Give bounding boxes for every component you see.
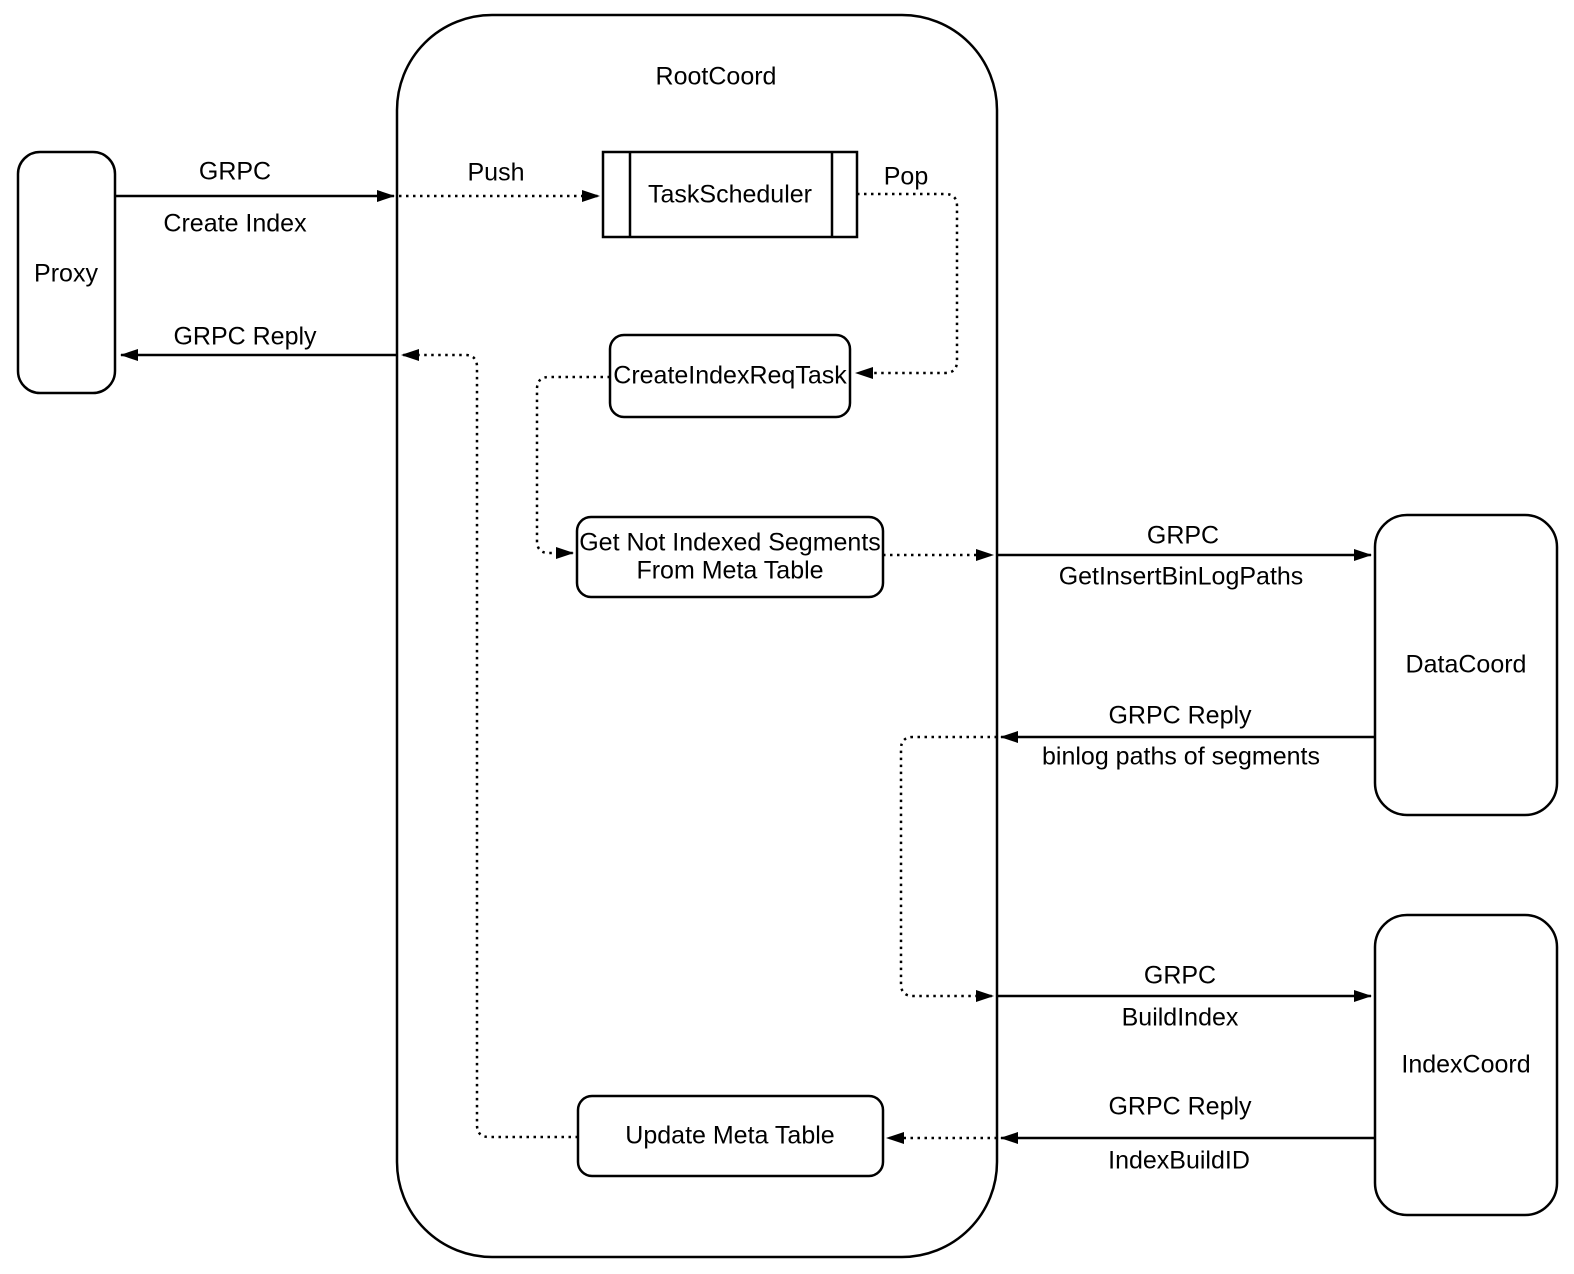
proxy-label: Proxy [34, 259, 98, 288]
edge-label-grpc-reply-binlog-line2: binlog paths of segments [1042, 742, 1320, 771]
get-not-indexed-segments-node [575, 515, 885, 599]
edge-label-grpc-reply-indexbuildid-line1: GRPC Reply [1108, 1092, 1252, 1121]
edge-task-to-get-segments [535, 375, 610, 559]
edge-label-grpc-getinsertbinlogpaths-line1: GRPC [1146, 521, 1220, 550]
edge-label-grpc-create-index-line1: GRPC [198, 157, 272, 186]
task-scheduler-label: TaskScheduler [648, 180, 812, 209]
edge-label-grpc-buildindex-line2: BuildIndex [1121, 1003, 1239, 1032]
edge-label-grpc-create-index-line2: Create Index [163, 209, 307, 238]
create-index-req-task-label: CreateIndexReqTask [613, 361, 847, 390]
create-index-req-task-node [608, 333, 852, 419]
edge-label-grpc-buildindex-line1: GRPC [1143, 961, 1217, 990]
index-coord-label: IndexCoord [1401, 1050, 1531, 1079]
edge-label-grpc-reply-indexbuildid-line2: IndexBuildID [1108, 1146, 1250, 1175]
task-scheduler-node [601, 150, 859, 239]
edge-label-pop: Pop [883, 162, 929, 191]
edge-label-grpc-reply-binlog-line1: GRPC Reply [1108, 701, 1252, 730]
data-coord-node [1373, 513, 1559, 817]
data-coord-label: DataCoord [1405, 650, 1527, 679]
edge-label-grpc-getinsertbinlogpaths-line2: GetInsertBinLogPaths [1058, 562, 1304, 591]
get-not-indexed-segments-label-line1: Get Not Indexed Segments [579, 528, 881, 557]
edge-update-meta-to-proxy-reply [401, 349, 578, 1139]
edge-label-push: Push [467, 158, 525, 187]
get-not-indexed-segments-label-line2: From Meta Table [636, 556, 824, 585]
index-coord-node [1373, 913, 1559, 1217]
update-meta-table-label: Update Meta Table [625, 1121, 835, 1150]
edge-label-grpc-reply-proxy: GRPC Reply [173, 322, 317, 351]
edge-pop [855, 192, 959, 379]
edge-binlog-reply-to-buildindex [899, 735, 997, 1002]
update-meta-table-node [576, 1094, 885, 1178]
rootcoord-title: RootCoord [655, 62, 777, 91]
rootcoord-container [395, 13, 999, 1259]
proxy-node [16, 150, 117, 395]
